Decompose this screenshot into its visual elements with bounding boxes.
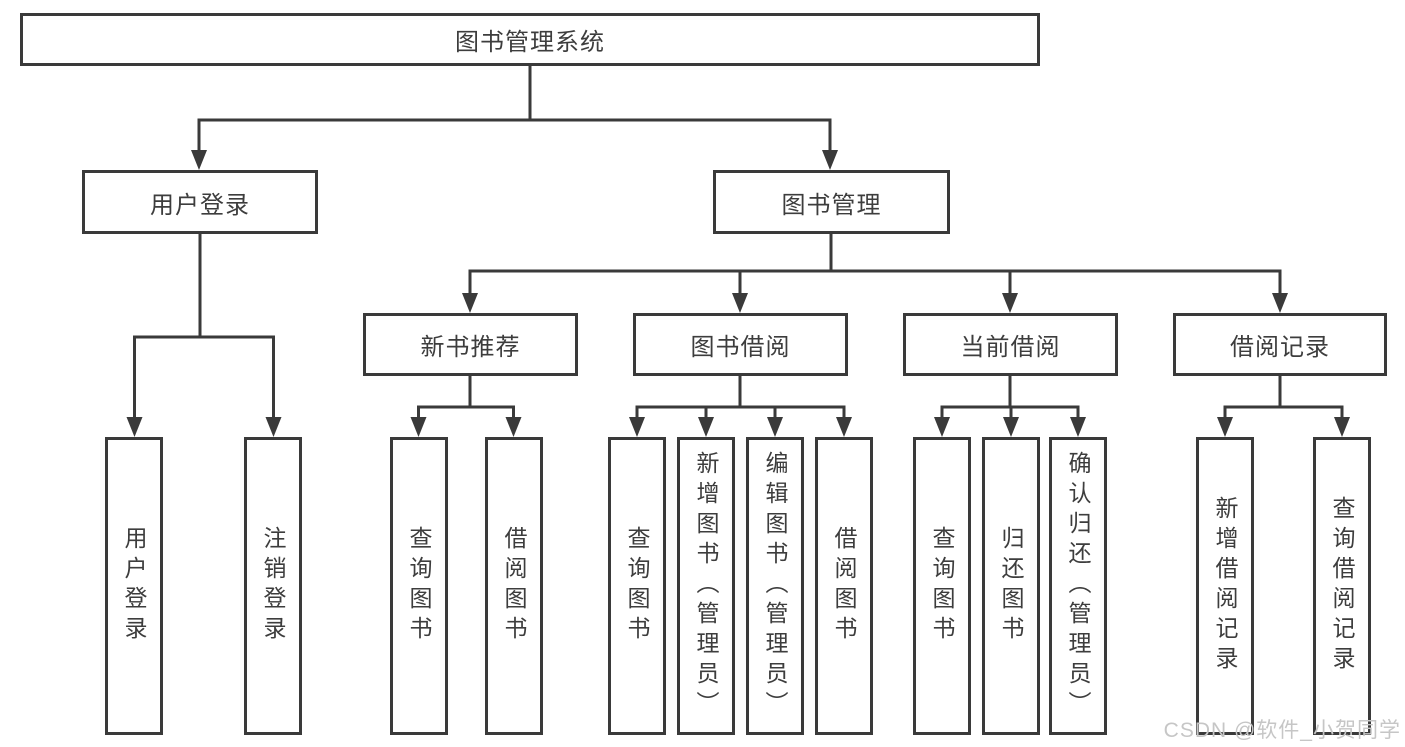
leaf-borrow-books-borrowing: 借阅图书 bbox=[815, 437, 873, 735]
node-current-borrowing: 当前借阅 bbox=[903, 313, 1118, 376]
csdn-watermark: CSDN @软件_小贺同学 bbox=[1163, 719, 1401, 742]
leaf-user-login: 用户登录 bbox=[105, 437, 163, 735]
arrowheads bbox=[126, 150, 1350, 437]
node-borrow-records: 借阅记录 bbox=[1173, 313, 1387, 376]
leaf-borrow-books-recommend: 借阅图书 bbox=[485, 437, 543, 735]
leaf-confirm-return-admin: 确认归还（管理员） bbox=[1049, 437, 1107, 735]
node-book-management: 图书管理 bbox=[713, 170, 950, 234]
leaf-add-book-admin: 新增图书（管理员） bbox=[677, 437, 735, 735]
node-user-login: 用户登录 bbox=[82, 170, 318, 234]
leaf-query-borrow-record: 查询借阅记录 bbox=[1313, 437, 1371, 735]
leaf-query-books-recommend: 查询图书 bbox=[390, 437, 448, 735]
node-library-system: 图书管理系统 bbox=[20, 13, 1040, 66]
node-new-book-recommend: 新书推荐 bbox=[363, 313, 578, 376]
leaf-add-borrow-record: 新增借阅记录 bbox=[1196, 437, 1254, 735]
leaf-query-books-current: 查询图书 bbox=[913, 437, 971, 735]
leaf-query-books-borrowing: 查询图书 bbox=[608, 437, 666, 735]
leaf-edit-book-admin: 编辑图书（管理员） bbox=[746, 437, 804, 735]
leaf-return-book: 归还图书 bbox=[982, 437, 1040, 735]
leaf-logout: 注销登录 bbox=[244, 437, 302, 735]
node-book-borrowing: 图书借阅 bbox=[633, 313, 848, 376]
